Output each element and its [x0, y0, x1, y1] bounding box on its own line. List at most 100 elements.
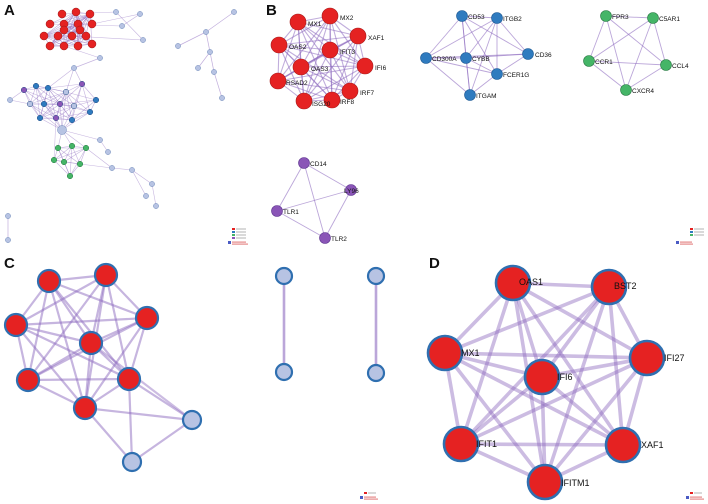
edge-b-blue: [465, 57, 498, 75]
node-label-b: RSAD2: [286, 80, 308, 87]
edge-c: [130, 418, 194, 464]
node-b-blue: [464, 89, 476, 101]
edge-a: [29, 91, 67, 105]
edge-b-red: [278, 35, 359, 46]
edge-a: [59, 103, 73, 121]
edge-b-red: [300, 66, 351, 92]
node-a-blue: [68, 116, 76, 124]
node-b-green: [600, 10, 612, 22]
node-a-light: [5, 237, 11, 243]
node-a-red: [87, 39, 97, 49]
edge-b-red: [278, 44, 331, 51]
node-label-b: CYBB: [472, 56, 490, 63]
edge-c: [26, 273, 108, 382]
node-a-red: [73, 41, 83, 51]
edge-c: [83, 406, 194, 422]
edge-a: [59, 99, 97, 105]
edge-b-red: [277, 21, 299, 82]
node-b-red: [269, 72, 287, 90]
node-c-red: [134, 305, 160, 331]
node-label-b: IRF7: [360, 90, 374, 97]
node-b-red: [349, 27, 367, 45]
edge-b-red: [297, 21, 359, 37]
node-a-blue: [86, 108, 94, 116]
node-a-blue: [20, 86, 28, 94]
node-label-b: ISG20: [312, 101, 331, 108]
node-a-light: [175, 43, 181, 49]
node-b-red: [292, 58, 310, 76]
edge-a: [85, 147, 113, 169]
node-label-b: CD36: [535, 52, 552, 59]
node-c-light: [181, 409, 203, 431]
edge-a: [59, 83, 83, 105]
node-b-blue: [460, 52, 472, 64]
edge-d: [540, 285, 611, 379]
legend-b: [676, 228, 704, 245]
edge-b-green: [625, 64, 667, 91]
node-c-light: [366, 363, 386, 383]
network-edges: [7, 11, 667, 484]
edge-a: [61, 91, 67, 131]
node-a-green: [66, 172, 74, 180]
node-d-red: [604, 426, 642, 464]
node-d-red: [426, 334, 464, 372]
edge-d: [543, 285, 611, 484]
node-label-d: IFI27: [664, 353, 685, 363]
edge-a: [43, 103, 63, 131]
edge-b-blue: [425, 17, 498, 59]
node-c-red: [3, 312, 29, 338]
node-a-light: [109, 165, 115, 171]
node-b-red: [341, 82, 359, 100]
edge-b-red: [278, 44, 351, 92]
node-a-light: [153, 203, 159, 209]
edge-c: [89, 341, 194, 422]
edge-a: [115, 11, 144, 41]
edge-a: [55, 105, 75, 119]
node-c-red: [78, 330, 104, 356]
legend-c: [360, 492, 378, 500]
node-a-hub: [57, 125, 67, 135]
edge-d: [443, 351, 649, 360]
edge-a: [53, 117, 57, 161]
node-label-b: OAS3: [311, 66, 329, 73]
edge-a: [61, 111, 91, 131]
edge-a: [39, 91, 67, 119]
edge-a: [177, 31, 207, 47]
edge-a: [151, 183, 157, 207]
node-label-d: MX1: [461, 348, 480, 358]
node-a-red: [87, 19, 97, 29]
edge-a: [55, 111, 91, 119]
node-label-d: IFITM1: [561, 478, 590, 488]
edge-b-green: [605, 15, 627, 91]
edge-b-blue: [425, 57, 498, 75]
node-b-purple: [345, 184, 357, 196]
edge-a: [213, 71, 223, 99]
node-label-b: IFIT3: [340, 49, 356, 56]
node-label-b: FPR3: [612, 14, 629, 21]
node-label-b: IRF8: [340, 99, 354, 106]
node-label-b: OAS2: [289, 44, 307, 51]
edge-a: [63, 45, 101, 59]
node-a-light: [97, 137, 103, 143]
node-a-light: [211, 69, 217, 75]
node-b-red: [356, 57, 374, 75]
edge-a: [29, 87, 49, 105]
node-a-light: [97, 55, 103, 61]
edge-c: [83, 316, 149, 410]
edge-d: [443, 285, 611, 355]
node-a-light: [140, 37, 146, 43]
edge-b-purple: [276, 162, 305, 212]
node-a-blue: [44, 84, 52, 92]
node-label-b: IFI6: [375, 65, 387, 72]
node-label-b: CD300A: [432, 56, 457, 63]
edge-b-blue: [465, 57, 471, 96]
edge-c: [127, 377, 134, 464]
node-d-red: [526, 463, 564, 501]
node-a-red: [45, 41, 55, 51]
edge-a: [57, 147, 81, 165]
edge-b-red: [303, 49, 331, 102]
node-a-light: [143, 193, 149, 199]
edge-b-green: [588, 17, 654, 62]
node-a-light: [207, 49, 213, 55]
node-a-light: [219, 95, 225, 101]
